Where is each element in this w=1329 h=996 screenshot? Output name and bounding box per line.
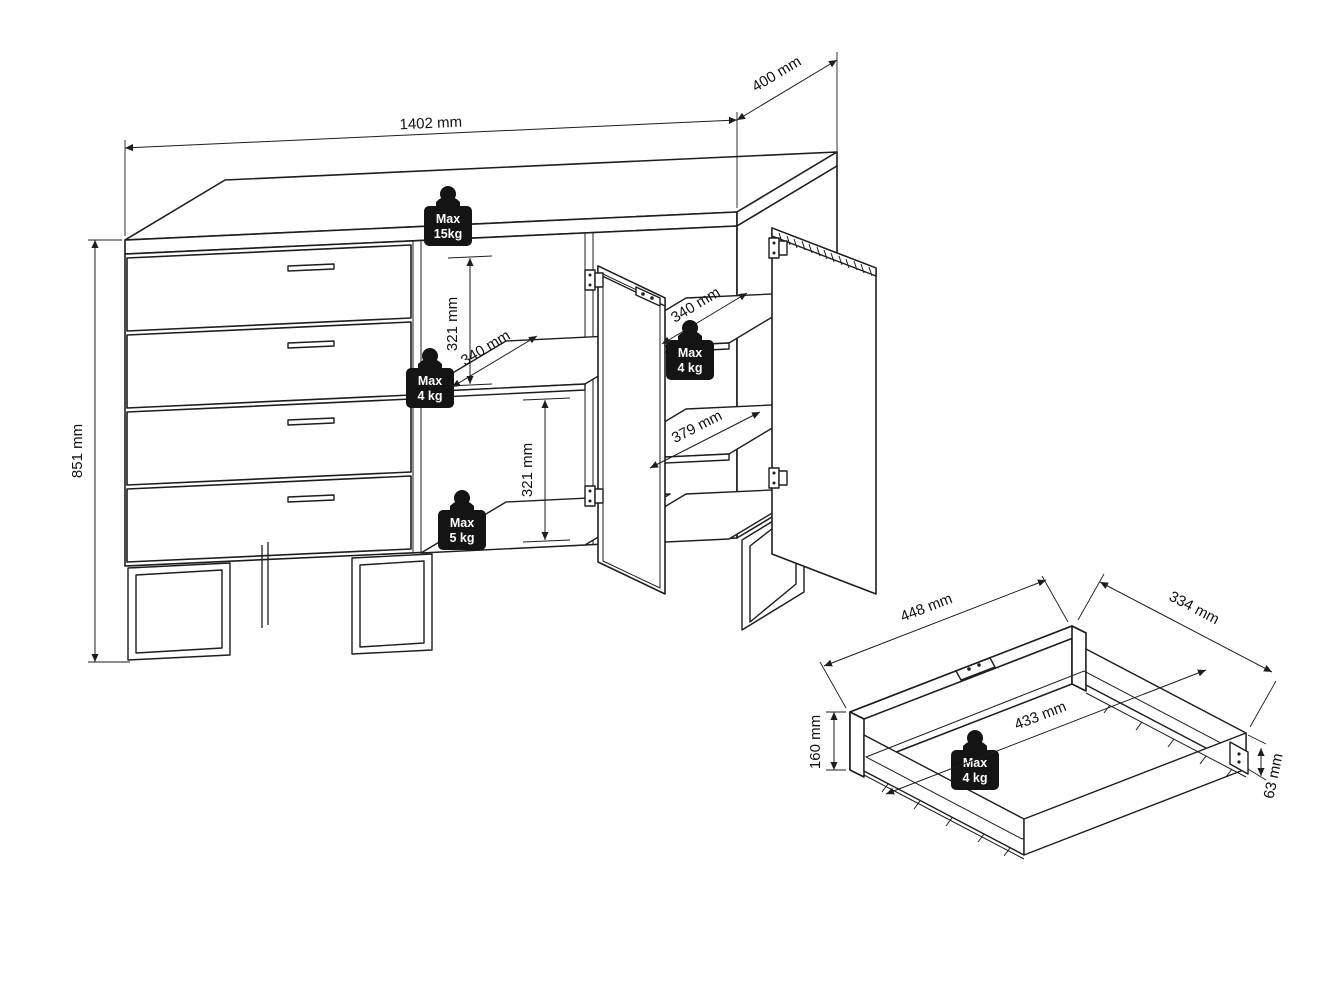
cabinet-dimensions: 1402 mm 400 mm 851 mm 321 mm 321 mm 340 … <box>69 52 838 663</box>
dimension-line-right-lower-depth <box>649 411 761 469</box>
bracket-screw-icon <box>1237 752 1241 756</box>
max-load-value: 4 kg <box>417 389 442 403</box>
max-load-value: 4 kg <box>677 361 702 375</box>
max-load-value: 4 kg <box>962 771 987 785</box>
drawer-front-height-label: 160 mm <box>807 715 824 769</box>
drawer-handle-1 <box>287 263 335 272</box>
hinge-icon <box>768 237 788 259</box>
right-door <box>768 227 877 595</box>
bracket-screw-icon <box>650 296 654 300</box>
bracket-screw-icon <box>1237 760 1241 764</box>
drawer-back-rail <box>1023 732 1247 856</box>
drawer-front-panel-right-end <box>1071 625 1087 692</box>
max-load-label: Max <box>450 516 474 530</box>
drawer-left-side <box>863 734 1025 856</box>
drawer-handle-2 <box>287 340 335 349</box>
cabinet-legs <box>127 501 805 661</box>
hinge-icon <box>768 467 788 489</box>
dimension-line-drawer-depth <box>1099 581 1273 673</box>
drawer-fronts <box>126 244 412 563</box>
left-leg-inner <box>135 569 223 654</box>
dimension-line-depth <box>736 59 838 121</box>
dimension-line-right-shelf-depth <box>661 292 748 345</box>
back-leg <box>261 542 269 628</box>
max-load-shelf-icon: Max 4 kg <box>406 348 454 408</box>
hinge-icon <box>584 485 604 507</box>
lower-compartment-label: 321 mm <box>519 443 536 497</box>
cabinet-height-label: 851 mm <box>69 424 86 478</box>
upper-compartment-label: 321 mm <box>444 297 461 351</box>
right-door-top-edge <box>771 227 877 277</box>
drawer-depth-label: 334 mm <box>1166 588 1222 628</box>
drawer-side-height-label: 63 mm <box>1261 752 1287 800</box>
drawer-body <box>849 625 1247 856</box>
drawer-front-4 <box>126 475 412 563</box>
cabinet-width-label: 1402 mm <box>399 114 462 134</box>
bracket-screw-icon <box>977 663 981 667</box>
bracket-screw-icon <box>967 667 971 671</box>
drawer-width-label: 448 mm <box>898 590 955 625</box>
middle-door <box>584 265 666 595</box>
right-door-slat-ribs <box>778 232 873 277</box>
cabinet-drawing: Max 15kg Max 4 kg Max 5 kg Max 4 kg <box>69 52 877 663</box>
drawer-front-2 <box>126 321 412 409</box>
max-load-label: Max <box>418 374 442 388</box>
drawer-front-1 <box>126 244 412 332</box>
bracket-screw-icon <box>641 292 645 296</box>
dimension-line-middle-shelf-depth <box>451 335 538 388</box>
dimension-line-drawer-inner-width <box>885 669 1207 795</box>
dimension-line-drawer-width <box>823 579 1047 667</box>
middle-leg-inner <box>359 560 425 648</box>
max-load-top-icon: Max 15kg <box>424 186 472 246</box>
drawer-front-panel-left-end <box>849 711 865 778</box>
right-door-panel <box>771 227 877 595</box>
max-load-value: 5 kg <box>449 531 474 545</box>
drawer-front-3 <box>126 398 412 486</box>
hinge-icon <box>584 269 604 291</box>
max-load-bottom-icon: Max 5 kg <box>438 490 486 550</box>
drawer-detail-drawing: Max 4 kg 448 mm 334 mm 433 mm 160 mm 63 … <box>807 573 1287 860</box>
cabinet-depth-label: 400 mm <box>749 53 804 95</box>
drawer-handle-3 <box>287 417 335 426</box>
max-load-label: Max <box>436 212 460 226</box>
max-load-label: Max <box>678 346 702 360</box>
left-slide-rail <box>863 774 1025 860</box>
corner-bracket <box>1229 741 1249 775</box>
dimension-line-width <box>124 116 738 152</box>
middle-door-handle-bracket <box>635 286 661 307</box>
drawer-handle-4 <box>287 494 335 503</box>
max-load-value: 15kg <box>434 227 463 241</box>
middle-door-panel <box>597 265 666 595</box>
